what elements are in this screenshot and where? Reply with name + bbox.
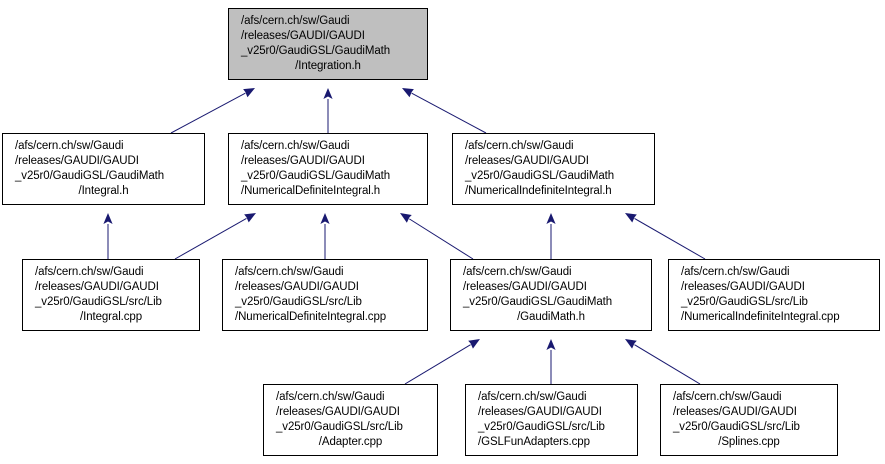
node-numericaldefiniteintegral_h[interactable]: /afs/cern.ch/sw/Gaudi/releases/GAUDI/GAU… bbox=[228, 133, 428, 205]
node-label-line: /Adapter.cpp bbox=[318, 436, 383, 449]
node-label-line: /afs/cern.ch/sw/Gaudi bbox=[673, 390, 782, 403]
node-label-line: _v25r0/GaudiGSL/GaudiMath bbox=[15, 170, 165, 182]
node-integration_h[interactable]: /afs/cern.ch/sw/Gaudi/releases/GAUDI/GAU… bbox=[228, 8, 428, 80]
node-label-line: /releases/GAUDI/GAUDI bbox=[241, 29, 365, 42]
node-label-line: /Splines.cpp bbox=[718, 436, 780, 449]
node-label-line: _v25r0/GaudiGSL/src/Lib bbox=[673, 421, 800, 433]
node-label-line: /NumericalDefiniteIntegral.h bbox=[241, 185, 381, 198]
node-label-line: /releases/GAUDI/GAUDI bbox=[241, 154, 365, 167]
node-numericalindefiniteintegral_cpp[interactable]: /afs/cern.ch/sw/Gaudi/releases/GAUDI/GAU… bbox=[668, 259, 880, 331]
node-label-line: /releases/GAUDI/GAUDI bbox=[276, 405, 400, 418]
node-label-line: /Integral.h bbox=[78, 185, 129, 198]
edge-gaudimath_h-to-numericaldefiniteintegral_h bbox=[400, 213, 474, 260]
node-label-line: /afs/cern.ch/sw/Gaudi bbox=[15, 139, 124, 152]
node-label-line: _v25r0/GaudiGSL/GaudiMath bbox=[465, 170, 615, 182]
node-label-line: _v25r0/GaudiGSL/GaudiMath bbox=[463, 296, 613, 308]
node-label-line: /releases/GAUDI/GAUDI bbox=[15, 154, 139, 167]
node-label-line: /Integral.cpp bbox=[80, 311, 142, 324]
node-label-line: _v25r0/GaudiGSL/src/Lib bbox=[681, 296, 808, 308]
node-label-line: /GaudiMath.h bbox=[517, 311, 585, 324]
node-label-line: _v25r0/GaudiGSL/src/Lib bbox=[35, 296, 162, 308]
node-label-line: /afs/cern.ch/sw/Gaudi bbox=[681, 265, 790, 278]
node-gslfunadapters_cpp[interactable]: /afs/cern.ch/sw/Gaudi/releases/GAUDI/GAU… bbox=[465, 384, 638, 456]
node-label-line: /releases/GAUDI/GAUDI bbox=[673, 405, 797, 418]
node-adapter_cpp[interactable]: /afs/cern.ch/sw/Gaudi/releases/GAUDI/GAU… bbox=[263, 384, 438, 456]
node-splines_cpp[interactable]: /afs/cern.ch/sw/Gaudi/releases/GAUDI/GAU… bbox=[660, 384, 838, 456]
node-label-line: /afs/cern.ch/sw/Gaudi bbox=[465, 139, 574, 152]
node-label-line: /afs/cern.ch/sw/Gaudi bbox=[241, 14, 350, 27]
node-label-line: /releases/GAUDI/GAUDI bbox=[478, 405, 602, 418]
edge-numericaldefiniteintegral_cpp-to-numericaldefiniteintegral_h bbox=[320, 213, 330, 259]
edge-numericalindefiniteintegral_h-to-integration_h bbox=[402, 88, 487, 134]
node-label-line: /GSLFunAdapters.cpp bbox=[478, 436, 590, 449]
node-label-line: /releases/GAUDI/GAUDI bbox=[465, 154, 589, 167]
edge-numericaldefiniteintegral_h-to-integration_h bbox=[323, 88, 333, 133]
node-label-line: /afs/cern.ch/sw/Gaudi bbox=[463, 265, 572, 278]
node-numericalindefiniteintegral_h[interactable]: /afs/cern.ch/sw/Gaudi/releases/GAUDI/GAU… bbox=[452, 133, 655, 205]
node-label-line: /NumericalIndefiniteIntegral.cpp bbox=[681, 311, 840, 324]
edge-gaudimath_h-to-numericalindefiniteintegral_h bbox=[546, 213, 556, 259]
node-label-line: /releases/GAUDI/GAUDI bbox=[235, 280, 359, 293]
edge-adapter_cpp-to-gaudimath_h bbox=[404, 339, 480, 385]
node-numericaldefiniteintegral_cpp[interactable]: /afs/cern.ch/sw/Gaudi/releases/GAUDI/GAU… bbox=[222, 259, 428, 331]
node-label-line: /releases/GAUDI/GAUDI bbox=[463, 280, 587, 293]
node-integral_h[interactable]: /afs/cern.ch/sw/Gaudi/releases/GAUDI/GAU… bbox=[2, 133, 205, 205]
node-label-line: _v25r0/GaudiGSL/src/Lib bbox=[276, 421, 403, 433]
edge-integral_h-to-integration_h bbox=[170, 88, 255, 134]
node-label-line: /afs/cern.ch/sw/Gaudi bbox=[235, 265, 344, 278]
edge-integral_cpp-to-numericaldefiniteintegral_h bbox=[174, 213, 256, 260]
node-integral_cpp[interactable]: /afs/cern.ch/sw/Gaudi/releases/GAUDI/GAU… bbox=[22, 259, 200, 331]
node-label-line: /afs/cern.ch/sw/Gaudi bbox=[276, 390, 385, 403]
node-label-line: /releases/GAUDI/GAUDI bbox=[681, 280, 805, 293]
node-label-line: /releases/GAUDI/GAUDI bbox=[35, 280, 159, 293]
node-gaudimath_h[interactable]: /afs/cern.ch/sw/Gaudi/releases/GAUDI/GAU… bbox=[450, 259, 652, 331]
node-label-line: /Integration.h bbox=[295, 60, 361, 73]
node-label-line: /afs/cern.ch/sw/Gaudi bbox=[241, 139, 350, 152]
node-label-line: _v25r0/GaudiGSL/GaudiMath bbox=[241, 45, 391, 57]
node-label-line: _v25r0/GaudiGSL/src/Lib bbox=[235, 296, 362, 308]
node-label-line: _v25r0/GaudiGSL/src/Lib bbox=[478, 421, 605, 433]
node-label-line: _v25r0/GaudiGSL/GaudiMath bbox=[241, 170, 391, 182]
node-label-line: /afs/cern.ch/sw/Gaudi bbox=[35, 265, 144, 278]
edge-integral_cpp-to-integral_h bbox=[103, 213, 113, 259]
edge-numericalindefiniteintegral_cpp-to-numericalindefiniteintegral_h bbox=[625, 213, 706, 260]
edge-splines_cpp-to-gaudimath_h bbox=[625, 339, 701, 385]
node-label-line: /NumericalDefiniteIntegral.cpp bbox=[235, 311, 387, 324]
node-label-line: /NumericalIndefiniteIntegral.h bbox=[465, 185, 612, 198]
node-label-line: /afs/cern.ch/sw/Gaudi bbox=[478, 390, 587, 403]
edge-gslfunadapters_cpp-to-gaudimath_h bbox=[546, 339, 556, 384]
